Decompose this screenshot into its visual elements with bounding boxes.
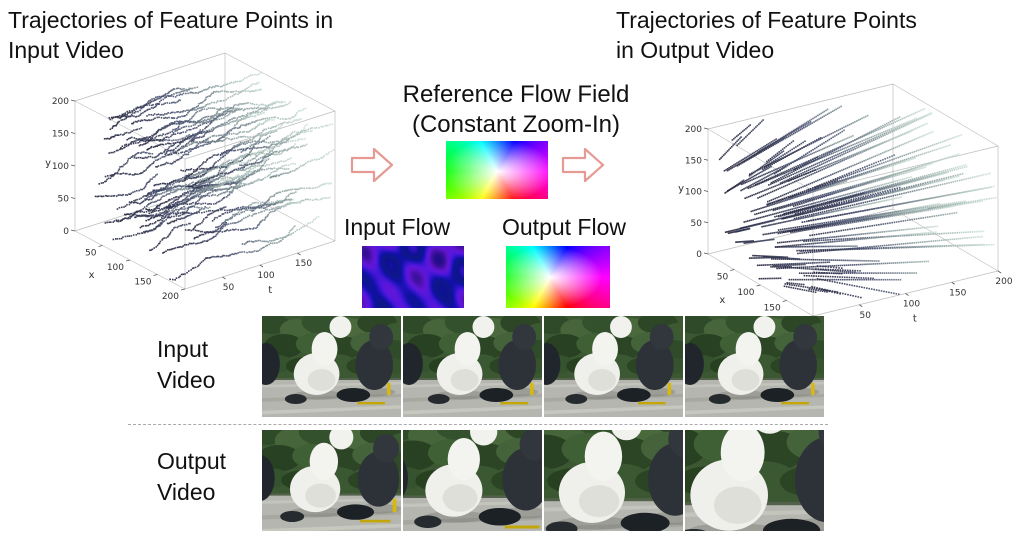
zoom-arrow-icon-left xyxy=(350,147,394,183)
input-video-frame-2 xyxy=(403,316,542,417)
input-video-frame-1 xyxy=(262,316,401,417)
input-video-row xyxy=(262,316,824,417)
reference-flow-field-image xyxy=(446,141,548,199)
arrow-right-icon xyxy=(350,147,394,183)
input-flow-label: Input Flow xyxy=(344,214,451,240)
output-video-frame-4 xyxy=(685,430,824,531)
input-trajectories-3d-plot xyxy=(0,46,345,314)
output-flow-image xyxy=(506,246,610,308)
input-flow-image xyxy=(362,246,464,308)
input-video-frame-3 xyxy=(544,316,683,417)
input-video-frame-4 xyxy=(685,316,824,417)
row-divider xyxy=(128,424,828,425)
output-plot-title: Trajectories of Feature Points in Output… xyxy=(616,7,917,63)
reference-flow-title: Reference Flow Field (Constant Zoom-In) xyxy=(402,81,630,138)
output-video-row xyxy=(262,430,824,531)
output-video-frame-2 xyxy=(403,430,542,531)
output-flow-label: Output Flow xyxy=(502,214,626,240)
output-video-frame-3 xyxy=(544,430,683,531)
zoom-arrow-icon-right xyxy=(561,147,605,183)
output-video-frame-1 xyxy=(262,430,401,531)
input-video-label: Input Video xyxy=(157,336,216,394)
arrow-right-icon xyxy=(561,147,605,183)
output-video-label: Output Video xyxy=(157,448,227,506)
output-trajectories-3d-plot xyxy=(648,74,1014,332)
